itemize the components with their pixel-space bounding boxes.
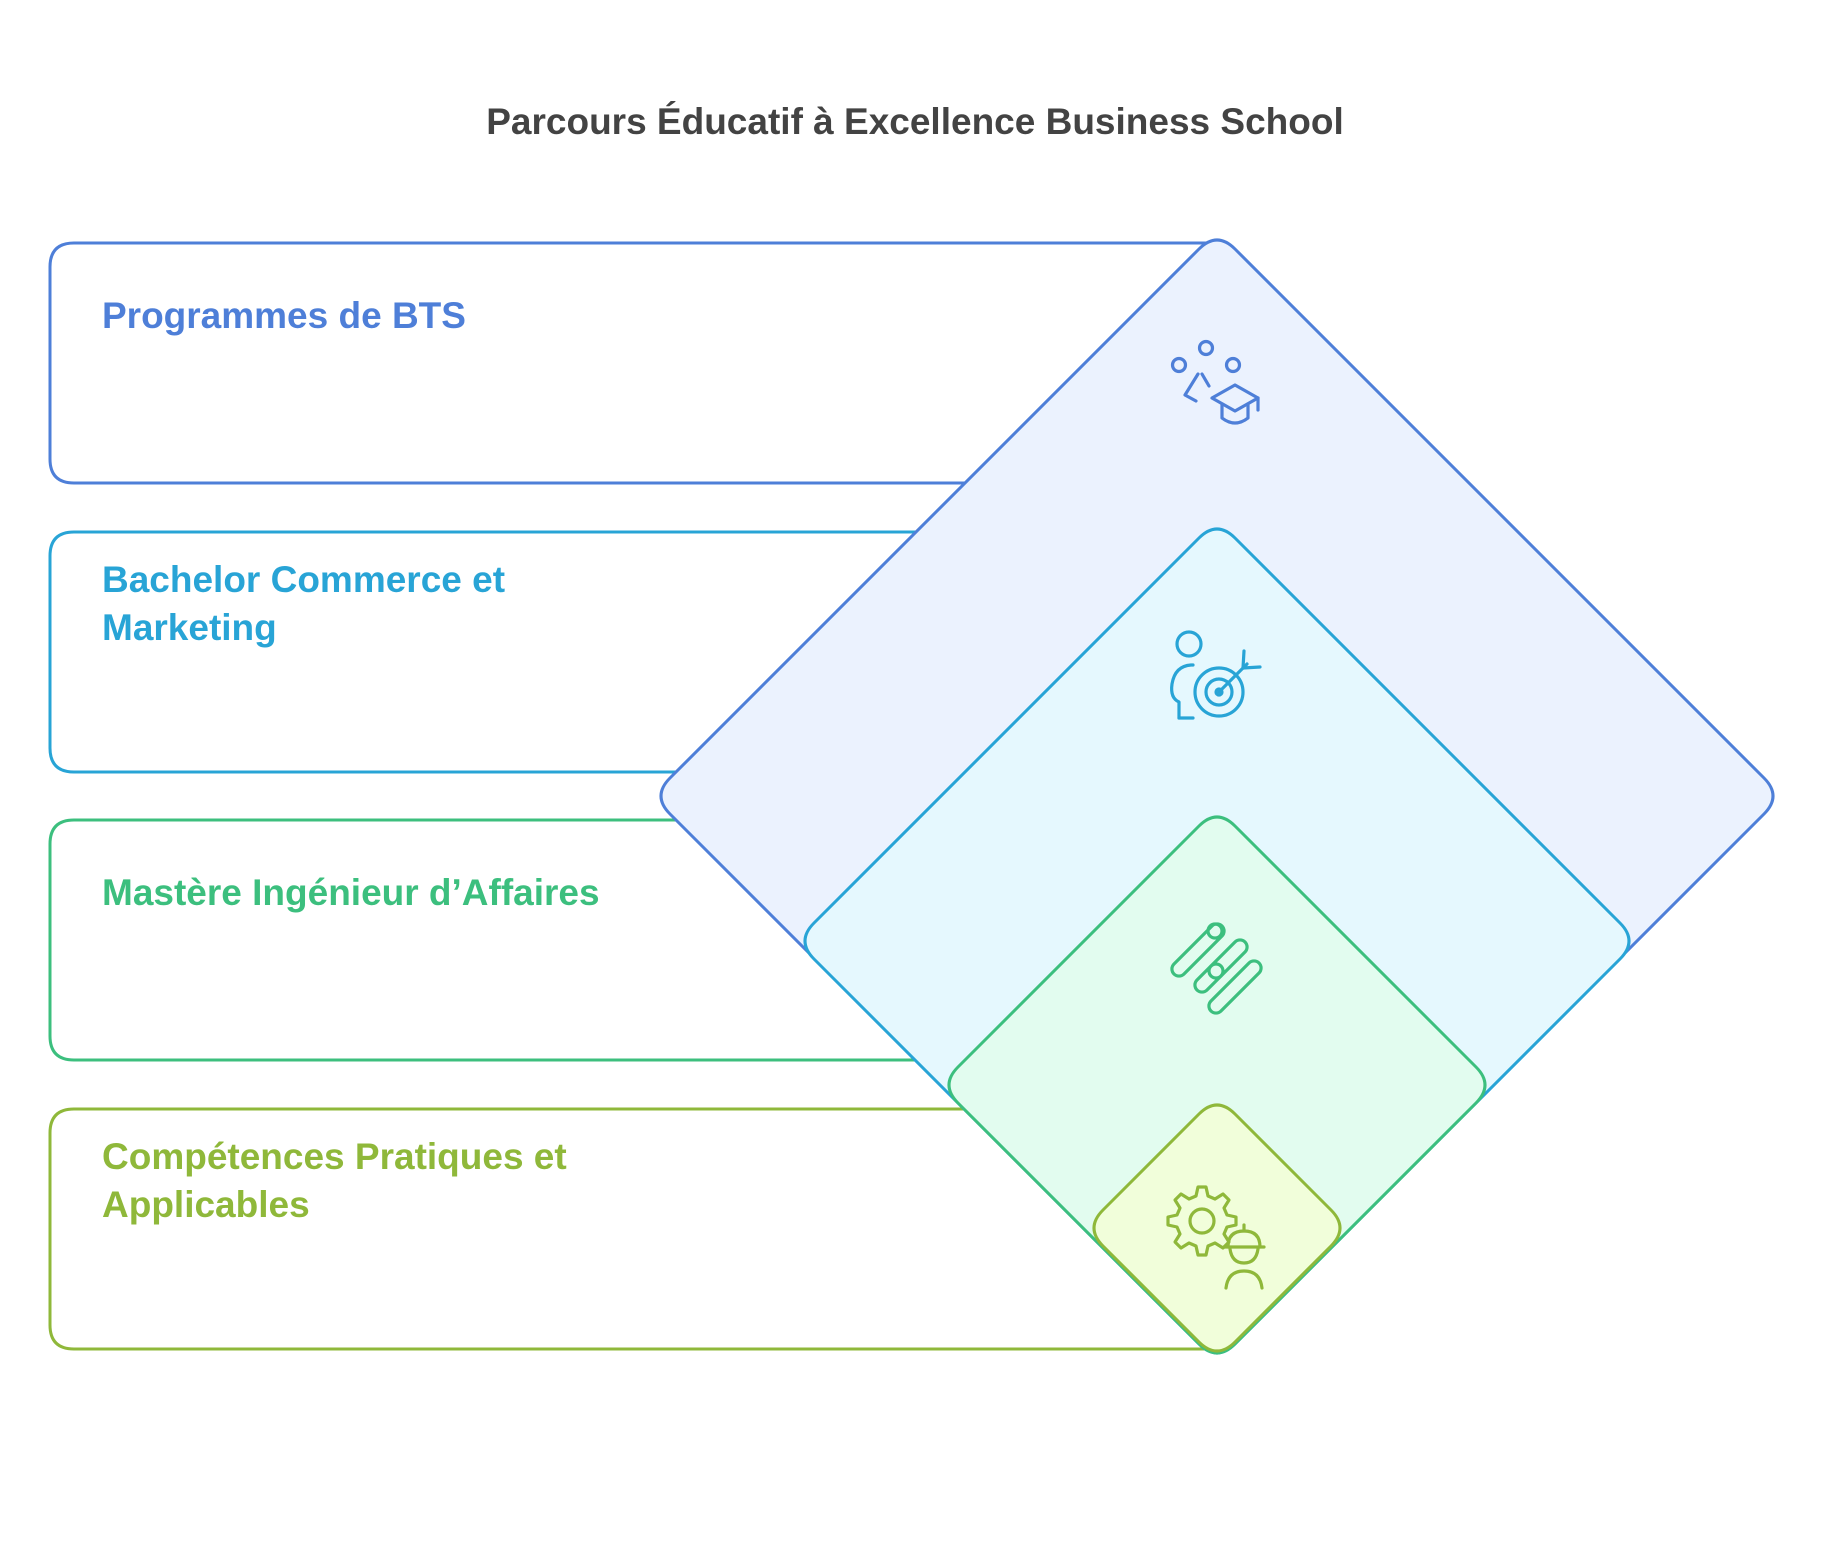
diagram-title: Parcours Éducatif à Excellence Business … (486, 101, 1344, 142)
level-2-label: Bachelor Commerce et Marketing (102, 559, 515, 648)
level-box-4-frame (48, 1107, 1222, 1351)
level-1-label: Programmes de BTS (102, 295, 466, 336)
level-3-label: Mastère Ingénieur d’Affaires (102, 872, 600, 913)
level-4-label-line-2: Applicables (102, 1184, 310, 1225)
level-4-label: Compétences Pratiques et Applicables (102, 1136, 577, 1225)
person-target-icon (1170, 630, 1262, 720)
level-1-label-line-1: Programmes de BTS (102, 295, 466, 336)
level-box-1: Programmes de BTS (48, 241, 1222, 485)
level-4-diamond (1092, 1103, 1342, 1353)
level-2-label-line-1: Bachelor Commerce et (102, 559, 505, 600)
progress-bars-icon (1170, 922, 1263, 1015)
level-2-label-line-2: Marketing (102, 607, 277, 648)
graduate-community-icon (1170, 339, 1260, 425)
level-box-1-frame (48, 241, 1222, 485)
level-3-label-line-1: Mastère Ingénieur d’Affaires (102, 872, 600, 913)
level-box-4: Compétences Pratiques et Applicables (48, 1107, 1222, 1351)
gear-worker-icon (1166, 1185, 1266, 1290)
level-4-label-line-1: Compétences Pratiques et (102, 1136, 567, 1177)
